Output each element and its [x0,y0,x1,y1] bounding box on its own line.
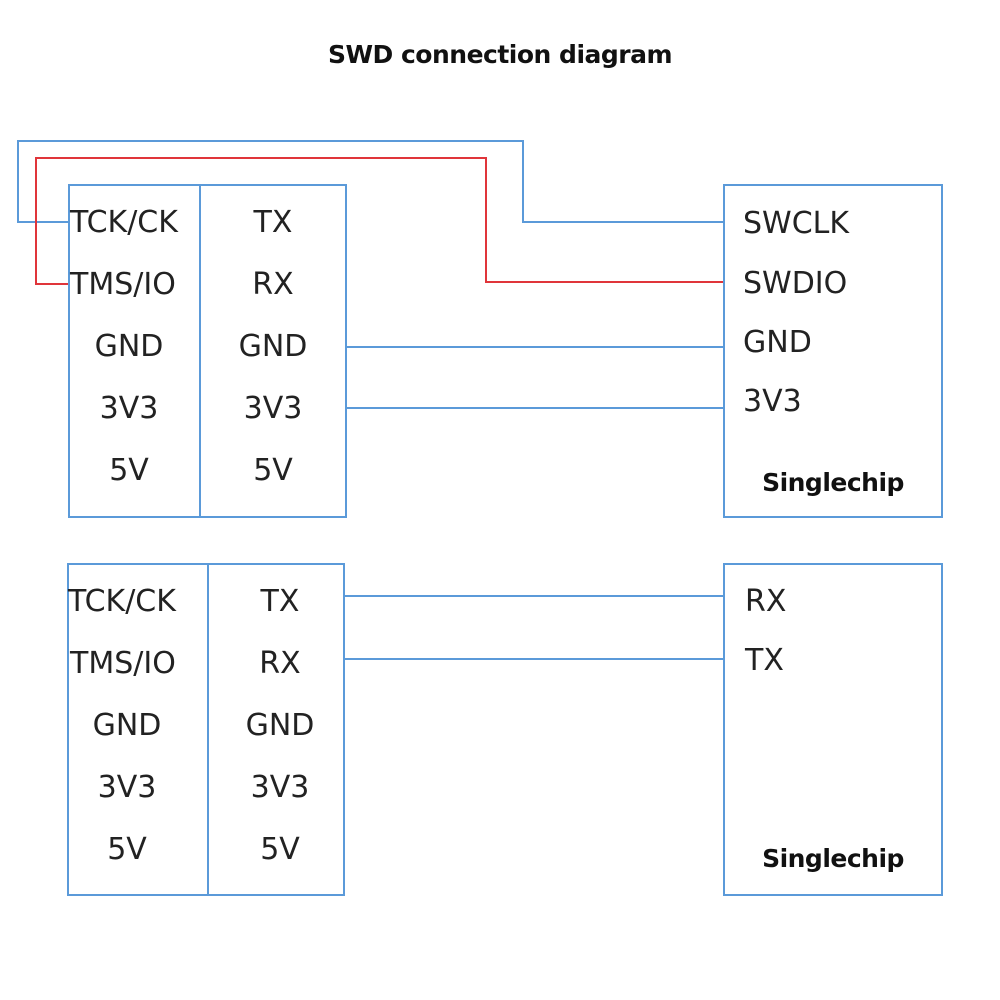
bottom-adapter-divider [207,565,209,894]
bottom-adapter-box [67,563,345,896]
top-target-pin-swdio: SWDIO [743,266,848,301]
top-adapter-pin-5v-right: 5V [253,453,293,488]
top-adapter-pin-tck: TCK/CK [70,205,178,240]
bottom-adapter-pin-tck: TCK/CK [68,584,176,619]
bottom-adapter-pin-tms: TMS/IO [70,646,176,681]
bottom-target-label: Singlechip [762,844,904,873]
bottom-adapter-pin-rx: RX [259,646,301,681]
top-adapter-box [68,184,347,518]
bottom-target-pin-tx: TX [745,643,784,678]
bottom-adapter-pin-tx: TX [260,584,300,619]
bottom-adapter-pin-5v-left: 5V [107,832,147,867]
top-target-pin-swclk: SWCLK [743,206,850,241]
wire-tms-swdio [35,157,724,285]
top-adapter-pin-3v3-right: 3V3 [243,391,303,426]
bottom-adapter-pin-gnd-left: GND [92,708,162,743]
top-adapter-pin-tx: TX [253,205,293,240]
top-adapter-pin-gnd-left: GND [94,329,164,364]
top-target-pin-gnd: GND [743,325,812,360]
bottom-target-pin-rx: RX [745,584,787,619]
top-adapter-divider [199,186,201,516]
top-target-label: Singlechip [762,468,904,497]
diagram-title: SWD connection diagram [327,40,673,69]
top-target-box [723,184,943,518]
top-target-pin-3v3: 3V3 [743,384,802,419]
top-adapter-pin-rx: RX [252,267,294,302]
bottom-adapter-pin-3v3-left: 3V3 [97,770,157,805]
top-adapter-pin-3v3-left: 3V3 [99,391,159,426]
bottom-adapter-pin-3v3-right: 3V3 [250,770,310,805]
bottom-adapter-pin-5v-right: 5V [260,832,300,867]
bottom-target-box [723,563,943,896]
top-adapter-pin-5v-left: 5V [109,453,149,488]
top-adapter-pin-tms: TMS/IO [70,267,176,302]
bottom-adapter-pin-gnd-right: GND [245,708,315,743]
top-adapter-pin-gnd-right: GND [238,329,308,364]
wire-tck-swclk [17,140,724,223]
